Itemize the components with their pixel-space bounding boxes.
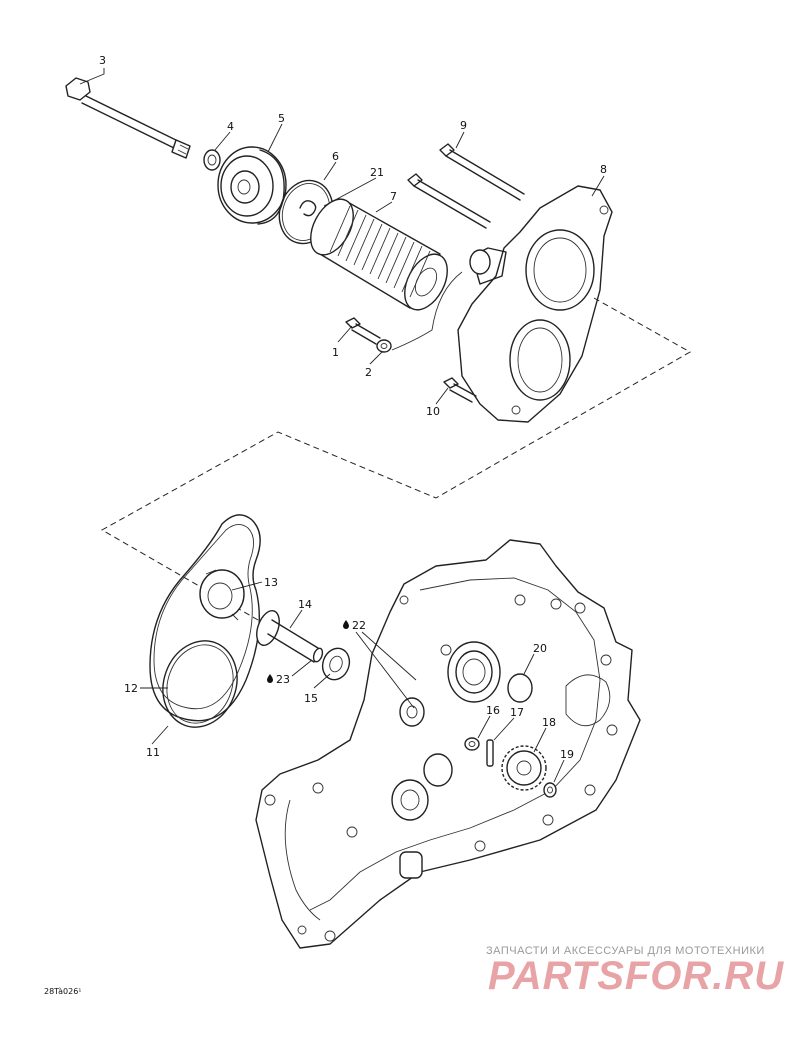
part-16-ring bbox=[464, 737, 480, 751]
callout-6: 6 bbox=[332, 150, 339, 163]
part-14-shaft bbox=[256, 610, 324, 663]
part-3-long-bolt bbox=[65, 77, 191, 159]
part-18-gear bbox=[501, 745, 547, 791]
crankcase bbox=[255, 539, 641, 949]
callout-3: 3 bbox=[99, 54, 106, 67]
part-17-pin bbox=[486, 739, 494, 767]
callout-16: 16 bbox=[486, 704, 500, 717]
part-1-bolt bbox=[345, 317, 381, 345]
callout-19: 19 bbox=[560, 748, 574, 761]
assembly-dashed-outline-upper bbox=[100, 297, 692, 621]
part-7-oil-filter bbox=[310, 198, 448, 311]
callout-10: 10 bbox=[426, 405, 440, 418]
callout-4: 4 bbox=[227, 120, 234, 133]
callout-8: 8 bbox=[600, 163, 607, 176]
part-15-oil-seal bbox=[321, 647, 351, 681]
callout-7: 7 bbox=[390, 190, 397, 203]
callout-13: 13 bbox=[264, 576, 278, 589]
part-12-o-ring bbox=[162, 640, 238, 728]
part-4-washer bbox=[203, 149, 221, 171]
callout-23: 23 bbox=[276, 673, 290, 686]
lubricant-droplet-icon bbox=[267, 674, 273, 683]
part-21-spring-clip bbox=[299, 200, 317, 217]
watermark-logo: PARTSFOR.RU bbox=[488, 954, 785, 998]
part-11-cover-gasket bbox=[149, 514, 261, 722]
part-13-plate bbox=[199, 569, 245, 621]
callout-12: 12 bbox=[124, 682, 138, 695]
callout-9: 9 bbox=[460, 119, 467, 132]
callout-15: 15 bbox=[304, 692, 318, 705]
callout-14: 14 bbox=[298, 598, 312, 611]
lubricant-droplet-icon bbox=[343, 620, 349, 629]
callout-5: 5 bbox=[278, 112, 285, 125]
part-10-bolt bbox=[443, 377, 477, 403]
part-5-filter-cover bbox=[217, 146, 287, 225]
callout-20: 20 bbox=[533, 642, 547, 655]
callout-11: 11 bbox=[146, 746, 160, 759]
part-19-washer bbox=[543, 782, 557, 798]
figure-code: 28Tà026¹ bbox=[44, 987, 82, 996]
callout-22: 22 bbox=[352, 619, 366, 632]
part-2-washer bbox=[376, 339, 392, 353]
assembly-guide-line bbox=[391, 271, 463, 351]
callout-18: 18 bbox=[542, 716, 556, 729]
callout-21: 21 bbox=[370, 166, 384, 179]
callout-labels: 3 4 5 6 21 7 9 8 1 2 10 13 14 22 12 23 1… bbox=[99, 54, 607, 761]
leader-lines bbox=[79, 68, 605, 783]
part-8-filter-housing bbox=[457, 185, 613, 423]
callout-2: 2 bbox=[365, 366, 372, 379]
callout-17: 17 bbox=[510, 706, 524, 719]
part-20-o-ring bbox=[507, 673, 533, 703]
part-9-bolts bbox=[407, 143, 525, 229]
callout-1: 1 bbox=[332, 346, 339, 359]
watermark-caption: ЗАПЧАСТИ И АКСЕССУАРЫ ДЛЯ МОТОТЕХНИКИ bbox=[486, 945, 765, 957]
